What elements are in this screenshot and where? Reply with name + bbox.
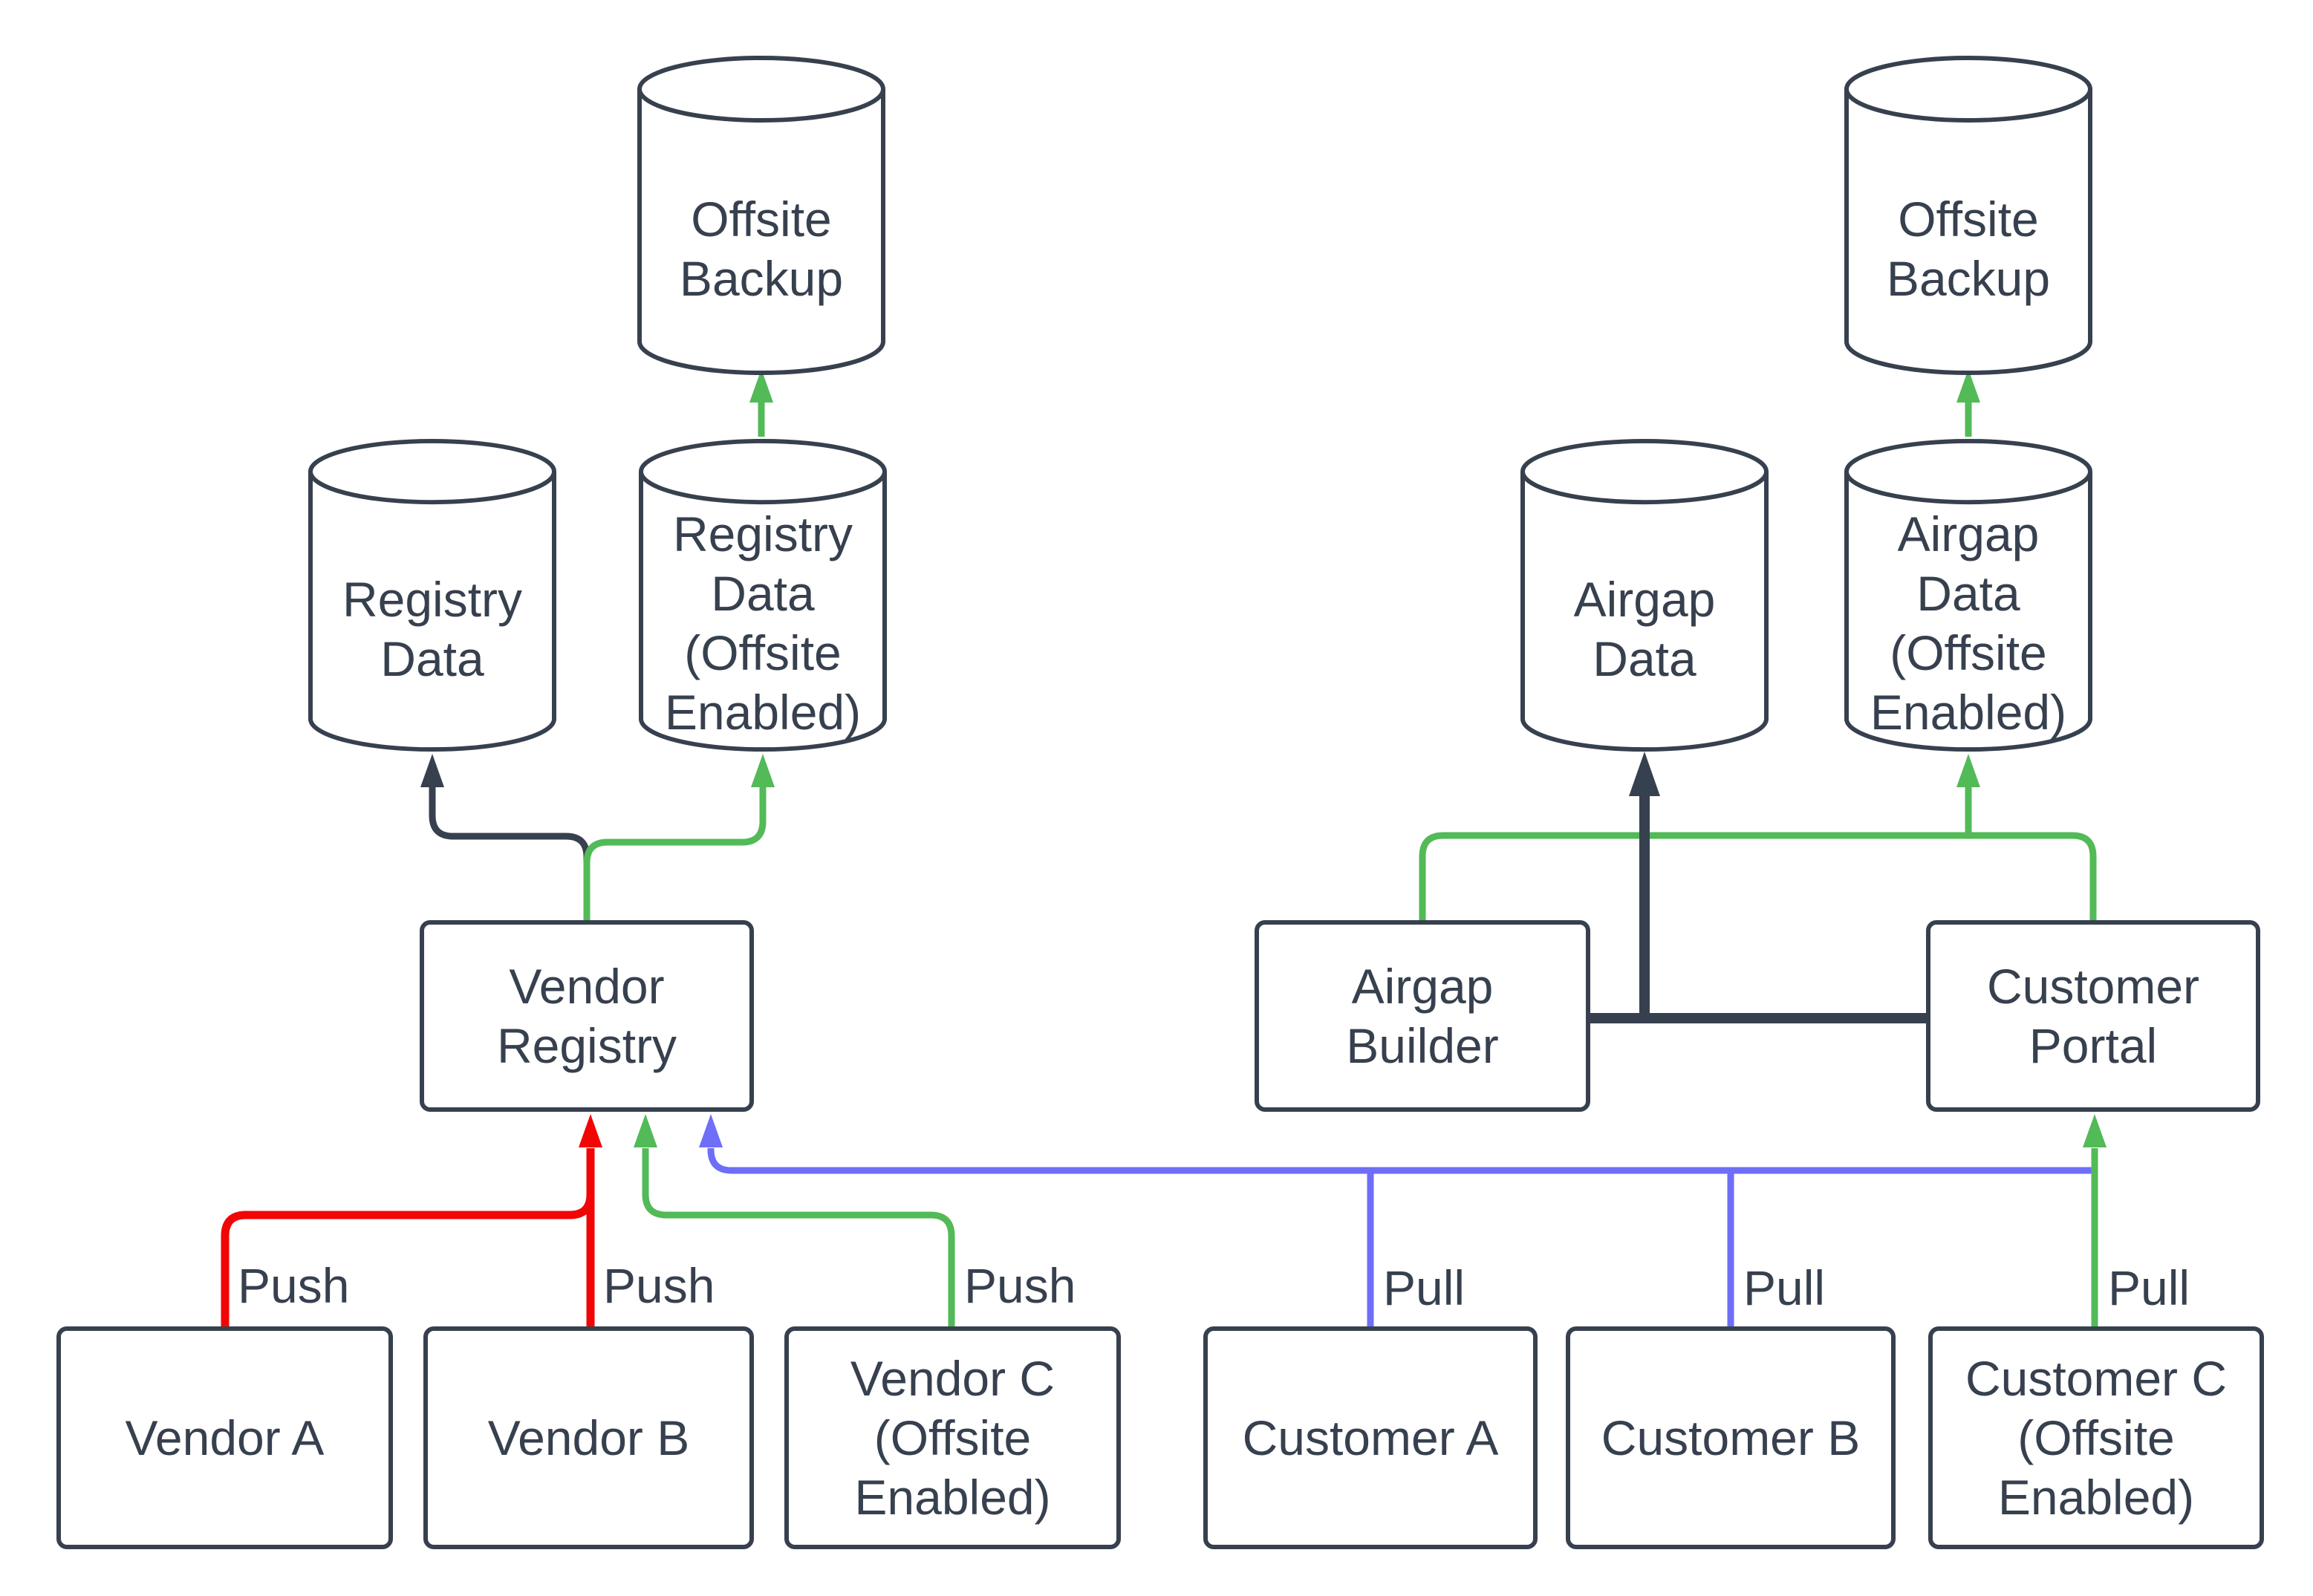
node-customer-c: Customer C (Offsite Enabled) [1928,1326,2264,1549]
arrowhead-vendor-registry-blue [699,1114,723,1147]
node-customer-portal: Customer Portal [1926,920,2260,1112]
edge-label-customer-c-pull: Pull [2108,1260,2190,1315]
edge-vendor-registry-to-registry-data [429,787,591,920]
node-label-vendor-registry: Vendor Registry [496,959,677,1073]
node-label-vendor-b: Vendor B [487,1410,690,1465]
node-label-airgap-data-offsite: Airgap Data (Offsite Enabled) [1870,506,2067,740]
node-label-offsite-backup-right: Offsite Backup [1886,192,2051,306]
edge-vendor-c-push [642,1148,955,1326]
arrowhead-airgap-data-offsite [1956,754,1980,787]
node-customer-a: Customer A [1203,1326,1538,1549]
node-label-registry-data-offsite: Registry Data (Offsite Enabled) [664,506,862,740]
node-label-customer-a: Customer A [1242,1410,1499,1465]
edge-label-customer-a-pull: Pull [1383,1260,1465,1315]
cylinder-registry-data: Registry Data [306,437,559,754]
arrowhead-airgap-data [1629,752,1660,796]
arrowhead-vendor-registry-green [634,1114,657,1147]
edge-label-customer-b-pull: Pull [1743,1260,1826,1315]
edge-label-vendor-a-push: Push [238,1258,350,1313]
node-label-customer-portal: Customer Portal [1986,959,2200,1073]
arrowhead-offsite-backup-right [1956,369,1980,403]
edge-label-vendor-c-push: Push [964,1258,1076,1313]
cylinder-registry-data-offsite: Registry Data (Offsite Enabled) [637,437,889,754]
arrowhead-offsite-backup-left [749,369,773,403]
node-label-customer-c: Customer C (Offsite Enabled) [1965,1351,2228,1525]
node-vendor-c: Vendor C (Offsite Enabled) [784,1326,1121,1549]
node-label-airgap-data: Airgap Data [1573,571,1716,686]
node-vendor-registry: Vendor Registry [420,920,754,1112]
node-label-airgap-builder: Airgap Builder [1346,959,1499,1073]
cylinder-offsite-backup-left: Offsite Backup [635,53,888,377]
edge-label-vendor-b-push: Push [603,1258,715,1313]
edge-customers-pull-main [707,1148,2095,1174]
node-label-customer-b: Customer B [1601,1410,1861,1465]
edge-green-tree-right [1419,832,2097,920]
arrowhead-registry-data [420,754,444,787]
cylinder-offsite-backup-right: Offsite Backup [1842,53,2095,377]
cylinder-airgap-data: Airgap Data [1518,437,1771,754]
node-label-vendor-c: Vendor C (Offsite Enabled) [850,1351,1055,1525]
node-customer-b: Customer B [1566,1326,1896,1549]
arrowhead-customer-portal [2083,1114,2107,1147]
cylinder-airgap-data-offsite: Airgap Data (Offsite Enabled) [1842,437,2095,754]
edge-vendor-registry-to-registry-data-offsite [583,787,767,920]
arrowhead-vendor-registry-red [579,1114,602,1147]
arrowhead-registry-data-offsite [751,754,775,787]
node-label-offsite-backup-left: Offsite Backup [679,192,844,306]
node-label-vendor-a: Vendor A [125,1410,325,1465]
node-airgap-builder: Airgap Builder [1255,920,1590,1112]
node-label-registry-data: Registry Data [342,571,523,686]
node-vendor-a: Vendor A [56,1326,393,1549]
node-vendor-b: Vendor B [423,1326,754,1549]
